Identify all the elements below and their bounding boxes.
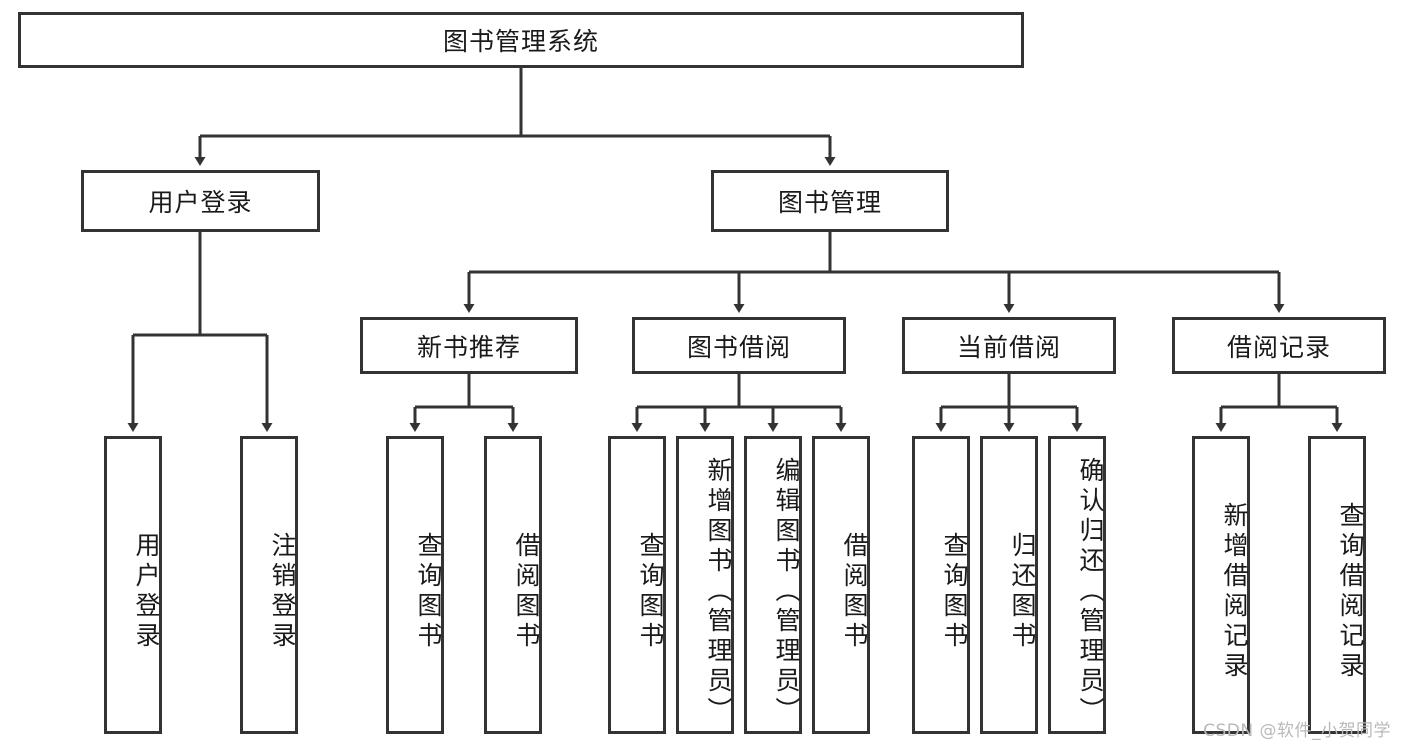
node-borrow-record[interactable]: 借阅记录 (1172, 317, 1386, 374)
node-root[interactable]: 图书管理系统 (18, 12, 1024, 68)
node-leaf-query-record-label: 查询借阅记录 (1336, 502, 1365, 682)
node-borrow-record-label: 借阅记录 (1226, 332, 1331, 362)
node-current-borrow-label: 当前借阅 (956, 332, 1061, 362)
node-root-label: 图书管理系统 (442, 27, 599, 56)
node-book-borrow[interactable]: 图书借阅 (632, 317, 846, 374)
node-leaf-borrow-book-1-label: 借阅图书 (512, 532, 541, 652)
node-user-login[interactable]: 用户登录 (81, 170, 320, 232)
node-leaf-add-record-label: 新增借阅记录 (1220, 502, 1249, 682)
node-leaf-return-book[interactable]: 归还图书 (980, 436, 1038, 734)
node-new-book-recommend-label: 新书推荐 (416, 332, 521, 362)
watermark-text: CSDN @软件_小贺同学 (1203, 721, 1391, 741)
node-leaf-return-book-label: 归还图书 (1008, 532, 1037, 652)
node-leaf-confirm-return-label: 确认归还（管理员） (1076, 457, 1105, 727)
node-leaf-add-record[interactable]: 新增借阅记录 (1192, 436, 1250, 734)
node-leaf-edit-book-label: 编辑图书（管理员） (772, 457, 801, 727)
node-leaf-user-logout-label: 注销登录 (268, 532, 297, 652)
node-leaf-query-book-1[interactable]: 查询图书 (386, 436, 444, 734)
node-user-login-label: 用户登录 (148, 188, 253, 217)
node-leaf-query-book-2[interactable]: 查询图书 (608, 436, 666, 734)
node-leaf-user-logout[interactable]: 注销登录 (240, 436, 298, 734)
node-leaf-user-login[interactable]: 用户登录 (104, 436, 162, 734)
node-book-manage-label: 图书管理 (777, 188, 882, 217)
node-leaf-query-record[interactable]: 查询借阅记录 (1308, 436, 1366, 734)
node-leaf-borrow-book-2[interactable]: 借阅图书 (812, 436, 870, 734)
node-book-borrow-label: 图书借阅 (686, 332, 791, 362)
node-book-manage[interactable]: 图书管理 (711, 170, 949, 232)
node-leaf-confirm-return[interactable]: 确认归还（管理员） (1048, 436, 1106, 734)
node-leaf-query-book-1-label: 查询图书 (414, 532, 443, 652)
node-leaf-query-book-3-label: 查询图书 (940, 532, 969, 652)
node-current-borrow[interactable]: 当前借阅 (902, 317, 1116, 374)
node-leaf-edit-book[interactable]: 编辑图书（管理员） (744, 436, 802, 734)
node-new-book-recommend[interactable]: 新书推荐 (360, 317, 578, 374)
node-leaf-add-book-label: 新增图书（管理员） (704, 457, 733, 727)
node-leaf-query-book-3[interactable]: 查询图书 (912, 436, 970, 734)
node-leaf-add-book[interactable]: 新增图书（管理员） (676, 436, 734, 734)
node-leaf-borrow-book-1[interactable]: 借阅图书 (484, 436, 542, 734)
node-leaf-user-login-label: 用户登录 (132, 532, 161, 652)
node-leaf-borrow-book-2-label: 借阅图书 (840, 532, 869, 652)
node-leaf-query-book-2-label: 查询图书 (636, 532, 665, 652)
